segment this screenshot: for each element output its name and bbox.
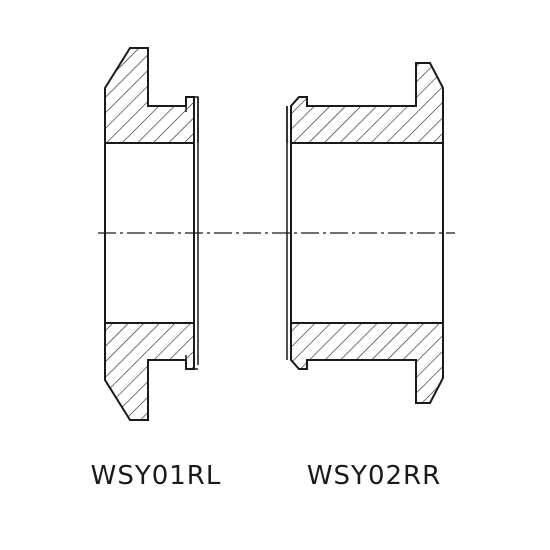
part-wsy01rl bbox=[104, 47, 199, 421]
wsy02rr-upper-section bbox=[290, 62, 444, 144]
label-wsy01rl: WSY01RL bbox=[91, 461, 222, 491]
wsy02rr-body-outline bbox=[290, 143, 444, 323]
wsy01rl-lower-step bbox=[185, 355, 198, 370]
part-wsy02rr bbox=[286, 62, 444, 404]
wsy01rl-lower-section bbox=[104, 322, 195, 421]
label-wsy02rr: WSY02RR bbox=[307, 461, 441, 491]
wsy02rr-lower-section bbox=[290, 322, 444, 404]
wsy01rl-upper-section bbox=[104, 47, 195, 144]
